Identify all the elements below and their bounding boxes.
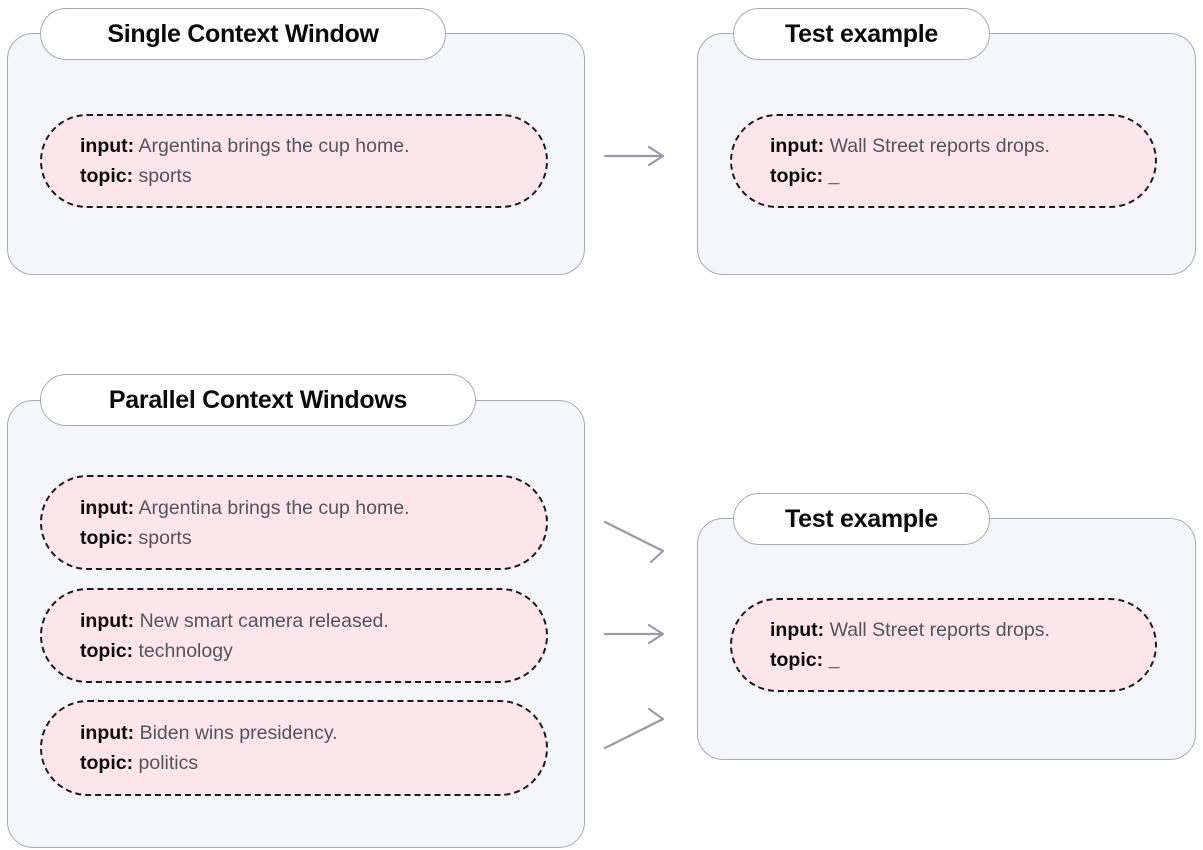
example-topic-line: topic: sports	[80, 161, 524, 191]
topic-label: topic:	[770, 165, 824, 187]
example-input-line: input: New smart camera released.	[80, 606, 524, 636]
input-label: input:	[80, 722, 135, 744]
example-input-line: input: Wall Street reports drops.	[770, 615, 1133, 645]
parallel-example-card-1: input: Argentina brings the cup home. to…	[40, 475, 548, 570]
arrow-parallel-3-to-test	[603, 707, 665, 750]
single-context-window-title: Single Context Window	[40, 8, 446, 60]
input-value: New smart camera released.	[139, 609, 389, 632]
input-value: Biden wins presidency.	[139, 722, 338, 744]
test-example-card-top: input: Wall Street reports drops. topic:…	[730, 114, 1157, 208]
example-input-line: input: Wall Street reports drops.	[770, 131, 1133, 161]
example-input-line: input: Argentina brings the cup home.	[80, 493, 524, 523]
example-topic-line: topic: _	[770, 161, 1133, 191]
input-value: Wall Street reports drops.	[829, 135, 1050, 157]
arrow-parallel-1-to-test	[603, 520, 665, 564]
topic-label: topic:	[770, 649, 824, 671]
input-value: Wall Street reports drops.	[829, 619, 1050, 641]
input-value: Argentina brings the cup home.	[138, 135, 410, 157]
arrow-parallel-2-to-test	[603, 623, 665, 645]
input-value: Argentina brings the cup home.	[138, 496, 410, 519]
topic-label: topic:	[80, 752, 134, 774]
example-topic-line: topic: _	[770, 645, 1133, 675]
parallel-context-windows-title: Parallel Context Windows	[40, 374, 476, 426]
topic-value: sports	[138, 165, 192, 187]
test-example-title-top: Test example	[733, 8, 990, 60]
example-input-line: input: Biden wins presidency.	[80, 718, 524, 748]
example-topic-line: topic: technology	[80, 636, 524, 666]
topic-label: topic:	[80, 526, 134, 549]
test-example-card-bottom: input: Wall Street reports drops. topic:…	[730, 598, 1157, 692]
example-topic-line: topic: politics	[80, 748, 524, 778]
arrow-single-to-test	[603, 145, 665, 167]
topic-value: politics	[138, 752, 199, 774]
topic-label: topic:	[80, 165, 134, 187]
topic-blank-value: _	[828, 649, 840, 671]
input-label: input:	[80, 496, 135, 519]
parallel-example-card-3: input: Biden wins presidency. topic: pol…	[40, 700, 548, 796]
example-topic-line: topic: sports	[80, 523, 524, 553]
input-label: input:	[770, 619, 825, 641]
topic-value: technology	[138, 639, 233, 662]
parallel-example-card-2: input: New smart camera released. topic:…	[40, 588, 548, 683]
single-context-window-example-card: input: Argentina brings the cup home. to…	[40, 114, 548, 208]
example-input-line: input: Argentina brings the cup home.	[80, 131, 524, 161]
topic-label: topic:	[80, 639, 134, 662]
topic-blank-value: _	[828, 165, 840, 187]
input-label: input:	[770, 135, 825, 157]
input-label: input:	[80, 609, 135, 632]
test-example-title-bottom: Test example	[733, 493, 990, 545]
topic-value: sports	[138, 526, 192, 549]
input-label: input:	[80, 135, 135, 157]
